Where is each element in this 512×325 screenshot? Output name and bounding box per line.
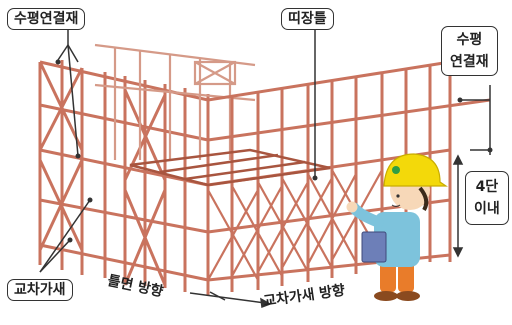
label-horizontal-connector-right: 수평 연결재 xyxy=(441,26,498,76)
label-height-limit-line1: 4단 xyxy=(475,179,499,195)
label-horizontal-connector-left: 수평연결재 xyxy=(7,8,86,30)
label-horizontal-connector-right-line2: 연결재 xyxy=(450,54,489,70)
direction-arrow xyxy=(189,292,272,309)
leader-lines xyxy=(39,28,491,301)
label-walkway-frame: 띠장틀 xyxy=(281,8,334,30)
scaffold-back-wall xyxy=(94,43,256,160)
leader-dots xyxy=(55,59,493,243)
scaffold-left-wall xyxy=(38,60,210,296)
walkway-frame xyxy=(129,148,331,187)
label-height-limit-line2: 이내 xyxy=(474,201,500,217)
label-horizontal-connector-right-line1: 수평 xyxy=(456,32,483,48)
height-arrow xyxy=(452,154,464,258)
worker-figure xyxy=(346,153,448,301)
label-cross-brace: 교차가새 xyxy=(7,279,73,301)
label-height-limit: 4단 이내 xyxy=(465,171,509,225)
